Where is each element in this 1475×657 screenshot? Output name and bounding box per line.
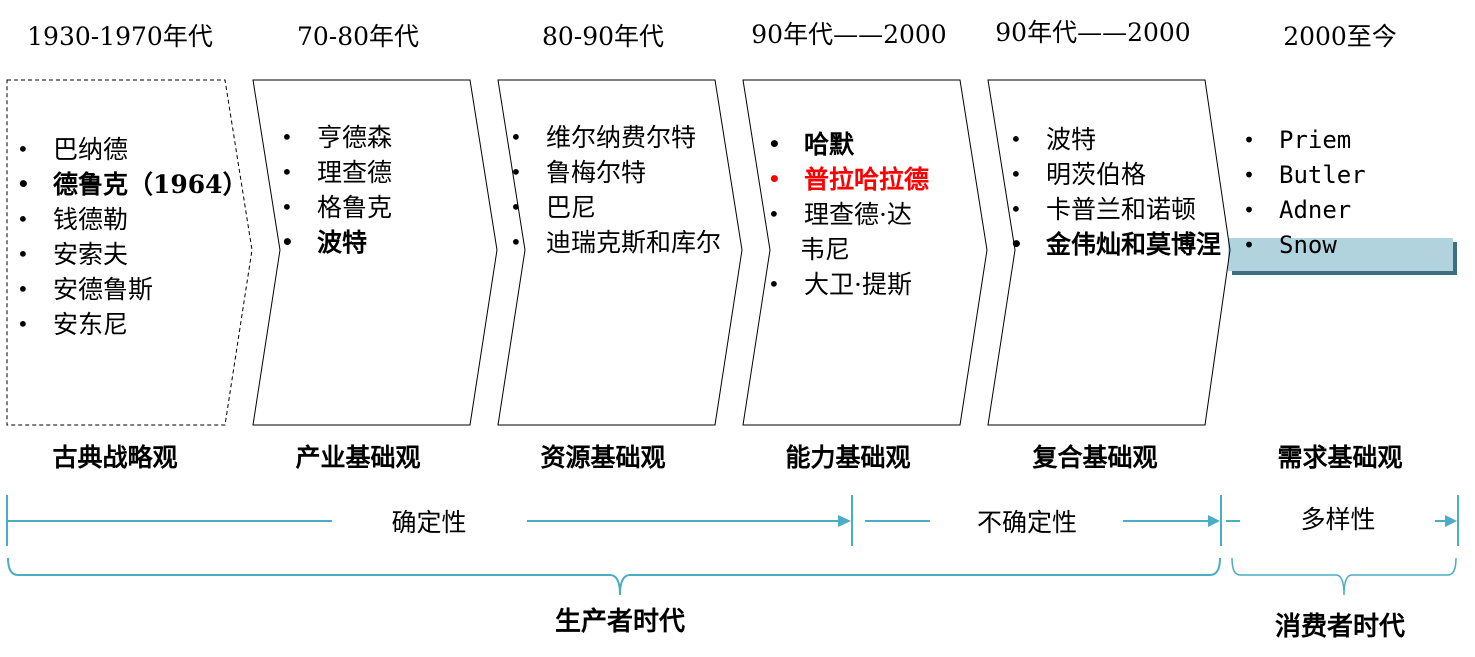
diversity-label: 多样性 bbox=[1300, 505, 1376, 534]
scholar-item: 迪瑞克斯和库尔 bbox=[510, 225, 721, 260]
scholar-item: 巴尼 bbox=[510, 190, 721, 225]
arrow-heads bbox=[838, 515, 1457, 527]
producer-era-brace bbox=[7, 557, 1221, 596]
period-header: 70-80年代 bbox=[296, 22, 420, 51]
timeline bbox=[6, 495, 1459, 546]
scholar-item-continuation: 韦尼 bbox=[768, 232, 929, 267]
scholar-item: 安东尼 bbox=[17, 307, 248, 342]
scholar-item-highlighted: 普拉哈拉德 bbox=[768, 162, 929, 197]
uncertainty-label: 不确定性 bbox=[976, 508, 1078, 537]
period-header: 1930-1970年代 bbox=[27, 22, 213, 51]
consumer-era-brace bbox=[1231, 557, 1457, 596]
scholar-item: 巴纳德 bbox=[17, 132, 248, 167]
view-label: 复合基础观 bbox=[1032, 443, 1158, 472]
certainty-label: 确定性 bbox=[391, 508, 467, 537]
period-header: 90年代——2000 bbox=[751, 20, 947, 49]
scholar-item: 金伟灿和莫博涅 bbox=[1010, 227, 1221, 262]
scholar-item: 理查德 bbox=[281, 155, 392, 190]
scholar-item: 安索夫 bbox=[17, 237, 248, 272]
scholar-list-composite: 波特 明茨伯格 卡普兰和诺顿 金伟灿和莫博涅 bbox=[1010, 122, 1221, 262]
period-header: 80-90年代 bbox=[541, 22, 665, 51]
scholar-item: 哈默 bbox=[768, 127, 929, 162]
view-label: 能力基础观 bbox=[785, 443, 911, 472]
scholar-list-demand: Priem Butler Adner Snow bbox=[1243, 123, 1366, 263]
scholar-item: 波特 bbox=[281, 225, 392, 260]
scholar-list-capability: 哈默 普拉哈拉德 理查德·达 韦尼 大卫·提斯 bbox=[768, 127, 929, 302]
scholar-list-resource: 维尔纳费尔特 鲁梅尔特 巴尼 迪瑞克斯和库尔 bbox=[510, 120, 721, 260]
scholar-item: 明茨伯格 bbox=[1010, 157, 1221, 192]
scholar-item: 钱德勒 bbox=[17, 202, 248, 237]
view-label: 产业基础观 bbox=[295, 443, 421, 472]
scholar-item: 安德鲁斯 bbox=[17, 272, 248, 307]
scholar-item: Snow bbox=[1243, 228, 1366, 263]
view-label: 需求基础观 bbox=[1277, 443, 1403, 472]
view-label: 古典战略观 bbox=[52, 443, 178, 472]
scholar-item: 格鲁克 bbox=[281, 190, 392, 225]
scholar-list-classical: 巴纳德 德鲁克（1964） 钱德勒 安索夫 安德鲁斯 安东尼 bbox=[17, 132, 248, 342]
scholar-item: 维尔纳费尔特 bbox=[510, 120, 721, 155]
view-label: 资源基础观 bbox=[540, 443, 666, 472]
scholar-item: 亨德森 bbox=[281, 120, 392, 155]
scholar-item: 大卫·提斯 bbox=[768, 267, 929, 302]
scholar-item: Adner bbox=[1243, 193, 1366, 228]
producer-era-label: 生产者时代 bbox=[554, 607, 686, 637]
period-header: 90年代——2000 bbox=[995, 18, 1191, 47]
scholar-item: 鲁梅尔特 bbox=[510, 155, 721, 190]
scholar-item: 理查德·达 bbox=[768, 197, 929, 232]
scholar-item: 卡普兰和诺顿 bbox=[1010, 192, 1221, 227]
scholar-list-industry: 亨德森 理查德 格鲁克 波特 bbox=[281, 120, 392, 260]
period-header: 2000至今 bbox=[1283, 22, 1397, 51]
scholar-item: 德鲁克（1964） bbox=[17, 167, 248, 202]
scholar-item: Butler bbox=[1243, 158, 1366, 193]
scholar-item: 波特 bbox=[1010, 122, 1221, 157]
scholar-item: Priem bbox=[1243, 123, 1366, 158]
consumer-era-label: 消费者时代 bbox=[1274, 612, 1406, 642]
continuation-text: 韦尼 bbox=[800, 235, 851, 264]
